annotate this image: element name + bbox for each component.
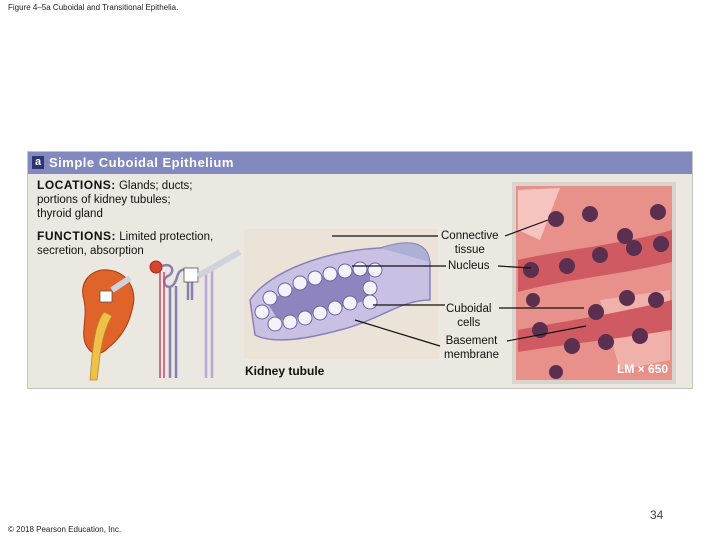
label-connective-tissue: Connective tissue xyxy=(441,229,499,257)
kidney-drawing xyxy=(83,270,134,380)
copyright-footer: © 2018 Pearson Education, Inc. xyxy=(8,525,121,534)
nephron-drawing xyxy=(150,252,240,378)
label-cuboidal-cells: Cuboidal cells xyxy=(446,302,491,330)
label-line: tissue xyxy=(455,244,485,256)
magnification-label: LM × 650 xyxy=(617,362,668,376)
functions-line: secretion, absorption xyxy=(37,245,144,257)
locations-line: Glands; ducts; xyxy=(116,180,193,192)
label-line: Cuboidal xyxy=(446,303,491,315)
locations-text: LOCATIONS: Glands; ducts; portions of ki… xyxy=(37,178,193,221)
label-line: Basement xyxy=(446,335,498,347)
locations-key: LOCATIONS: xyxy=(37,178,116,192)
locations-line: thyroid gland xyxy=(37,208,103,220)
label-line: cells xyxy=(457,317,480,329)
functions-line: Limited protection, xyxy=(116,231,213,243)
page-number: 34 xyxy=(650,508,663,522)
label-line: membrane xyxy=(444,349,499,361)
label-nucleus: Nucleus xyxy=(448,259,490,273)
label-kidney-tubule: Kidney tubule xyxy=(245,364,324,378)
locations-line: portions of kidney tubules; xyxy=(37,194,171,206)
functions-key: FUNCTIONS: xyxy=(37,229,116,243)
functions-text: FUNCTIONS: Limited protection, secretion… xyxy=(37,229,213,258)
tubule-drawing xyxy=(244,229,438,359)
label-line: Connective xyxy=(441,230,499,242)
label-basement-membrane: Basement membrane xyxy=(444,334,499,362)
micrograph-drawing xyxy=(514,184,674,382)
